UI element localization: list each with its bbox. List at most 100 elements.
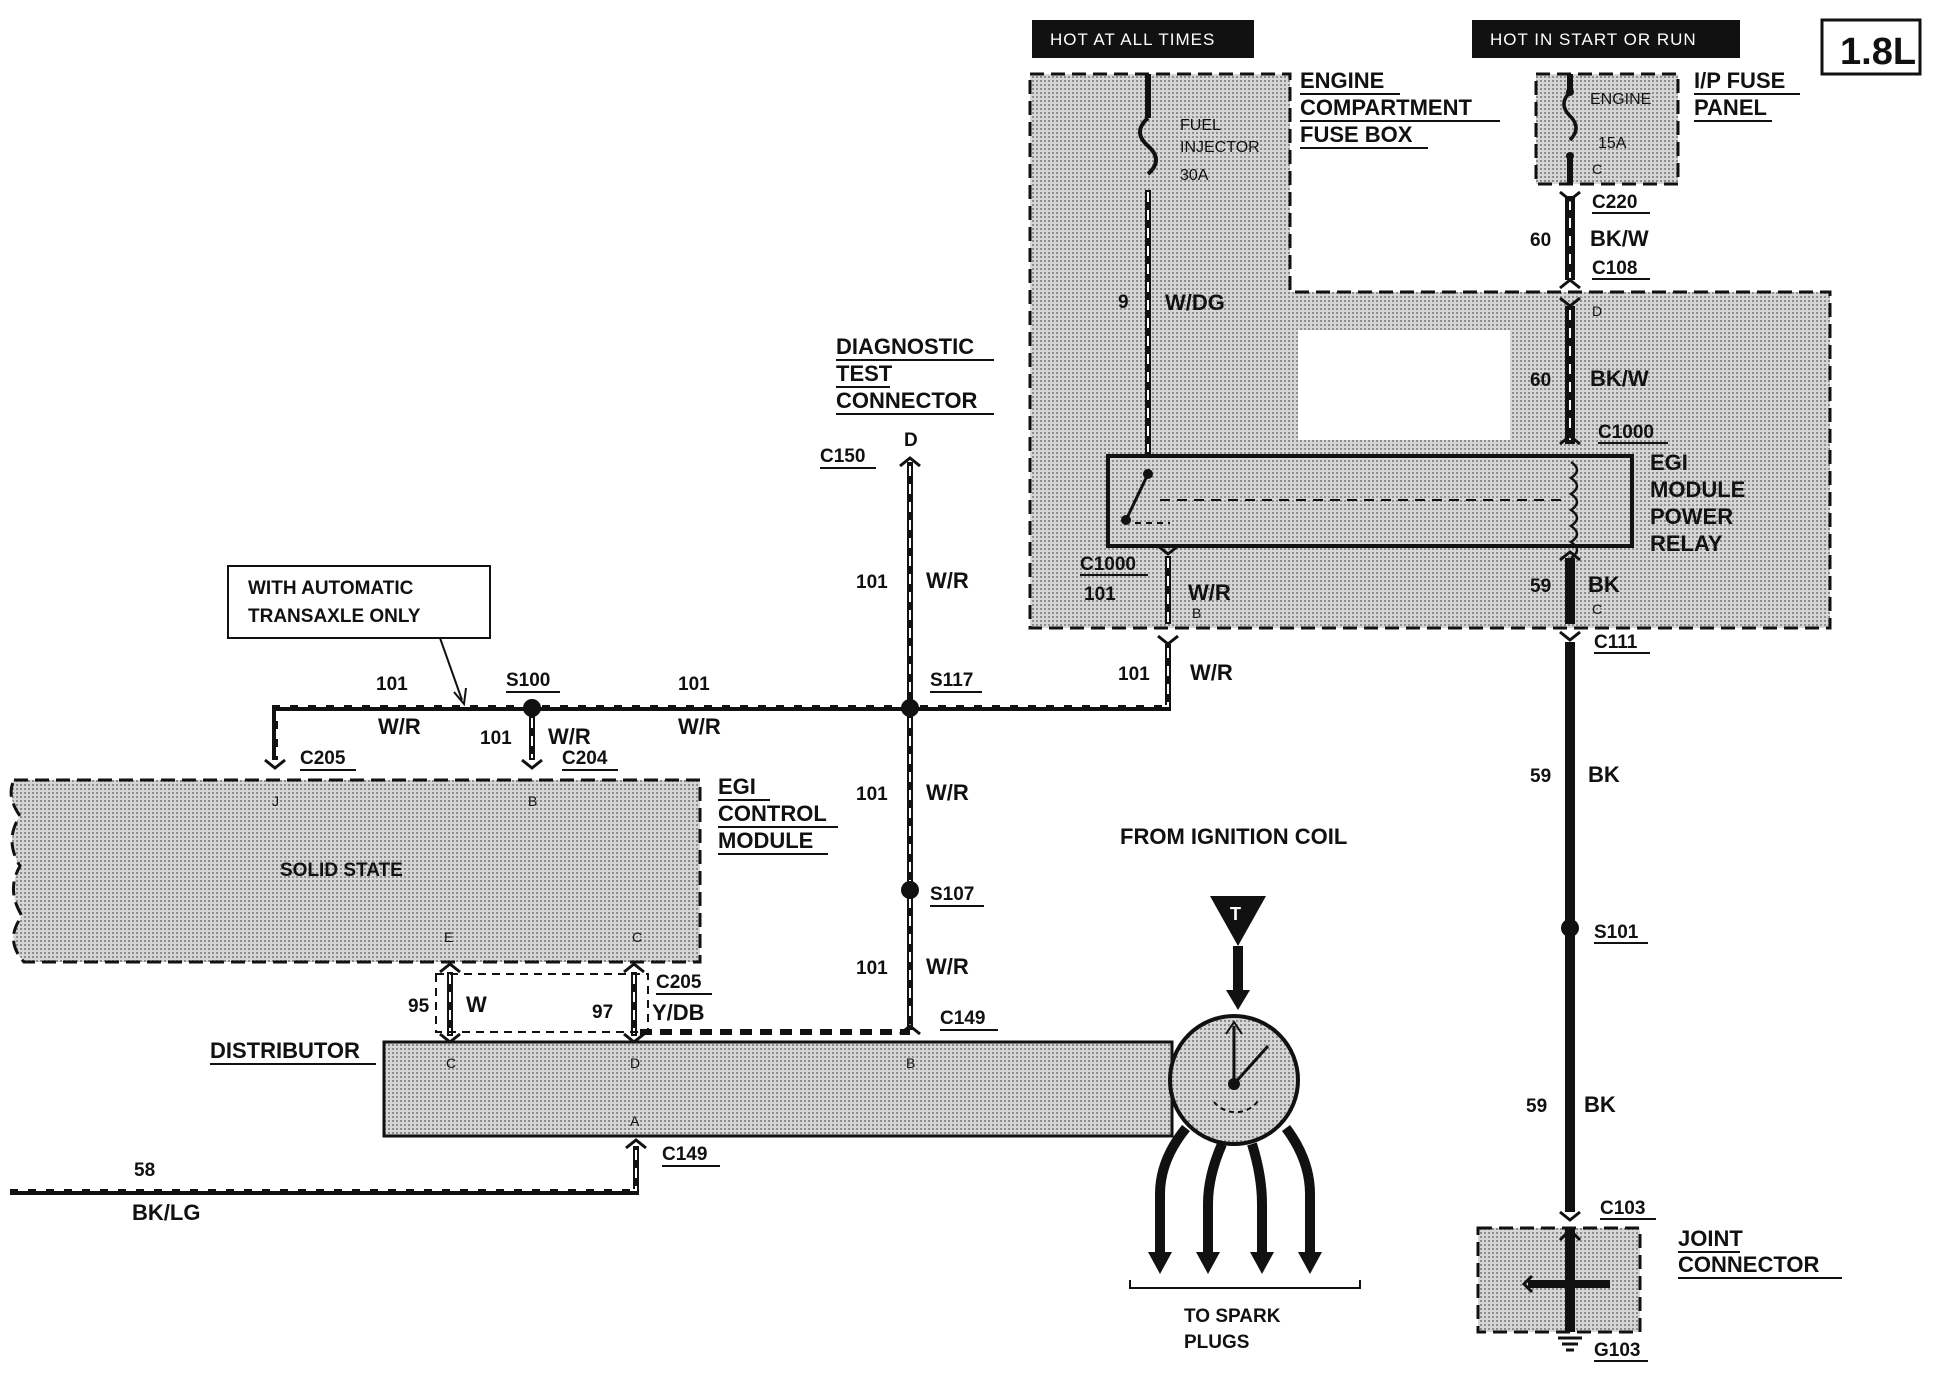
wire-59c-circuit: 59	[1526, 1096, 1547, 1117]
connector-c220-icon	[1559, 190, 1581, 202]
wire-58	[10, 1146, 639, 1195]
relay-window	[1298, 330, 1510, 440]
connector-c150-icon	[899, 456, 921, 468]
wire-58-circuit: 58	[134, 1160, 155, 1181]
wire-101-bus	[272, 644, 1171, 760]
wire-101-s100-color: W/R	[548, 724, 591, 749]
engine-fuse-label-3: C	[1592, 161, 1602, 177]
spark-plug-bracket	[1129, 1280, 1361, 1289]
wire-101-left-color: W/R	[378, 714, 421, 739]
note-line-2: TRANSAXLE ONLY	[248, 606, 421, 627]
connector-c111-icon	[1559, 630, 1581, 642]
wire-59a-color: BK	[1588, 572, 1620, 597]
connector-c1000-top: C1000	[1598, 422, 1654, 443]
wire-101-relay-circuit: 101	[1084, 584, 1116, 605]
egi-relay-label-1: EGI	[1650, 450, 1688, 475]
diagnostic-connector-label-3: CONNECTOR	[836, 388, 977, 413]
shield-box	[435, 973, 649, 1033]
from-ignition-coil: FROM IGNITION COIL	[1120, 824, 1347, 849]
diagnostic-connector-label-2: TEST	[836, 361, 893, 386]
solid-state-label: SOLID STATE	[280, 860, 403, 881]
wire-59a-circuit: 59	[1530, 576, 1551, 597]
connector-c205-top: C205	[300, 748, 346, 769]
wire-9-circuit: 9	[1118, 292, 1129, 313]
relay-switch	[1124, 473, 1150, 521]
wire-59b-color: BK	[1588, 762, 1620, 787]
dist-pin-c: C	[446, 1055, 456, 1071]
wire-9-color: W/DG	[1165, 290, 1225, 315]
connector-c220: C220	[1592, 192, 1637, 213]
wire-95-color: W	[466, 992, 487, 1017]
connector-c204: C204	[562, 748, 608, 769]
egi-relay-label-3: POWER	[1650, 504, 1733, 529]
engine-fuse-box-label-3: FUSE BOX	[1300, 122, 1413, 147]
distributor-label: DISTRIBUTOR	[210, 1038, 360, 1063]
to-spark-plugs-1: TO SPARK	[1184, 1306, 1281, 1327]
splice-s100-label: S100	[506, 670, 550, 691]
note-line-1: WITH AUTOMATIC	[248, 578, 414, 599]
distributor-body	[382, 1040, 1174, 1138]
relay-pin-c: C	[1592, 601, 1602, 617]
connector-c1000-bottom: C1000	[1080, 554, 1136, 575]
joint-connector-label-1: JOINT	[1678, 1226, 1743, 1251]
engine-fuse-box-label-2: COMPARTMENT	[1300, 95, 1472, 120]
hot-start-run-label: HOT IN START OR RUN	[1490, 30, 1697, 49]
hot-start-run-bar	[1472, 20, 1740, 58]
connector-c111: C111	[1594, 632, 1638, 653]
wire-59c-color: BK	[1584, 1092, 1616, 1117]
wire-101-bottom-color: W/R	[926, 954, 969, 979]
wire-101-relay-color: W/R	[1188, 580, 1231, 605]
relay-coil	[1568, 460, 1579, 560]
connector-c205-bottom: C205	[656, 972, 702, 993]
fuel-injector-fuse-icon	[1138, 116, 1158, 176]
note-arrow	[439, 637, 463, 701]
fuel-injector-fuse-label-3: 30A	[1180, 167, 1209, 184]
splice-s117-label: S117	[930, 670, 973, 691]
relay-pin-b: B	[1192, 605, 1201, 621]
wire-60a-circuit: 60	[1530, 230, 1551, 251]
engine-fuse-label-2: 15A	[1598, 135, 1627, 152]
ecm-pin-e: E	[444, 929, 453, 945]
ecm-pin-j: J	[272, 793, 279, 809]
wire-101-c111-color: W/R	[1190, 660, 1233, 685]
egi-relay-label-4: RELAY	[1650, 531, 1723, 556]
wire-95-circuit: 95	[408, 996, 430, 1017]
spark-lead-2	[1203, 1141, 1227, 1252]
dist-pin-a: A	[630, 1113, 640, 1129]
egi-control-module	[9, 778, 702, 964]
egi-control-module-label-2: CONTROL	[718, 801, 827, 826]
wire-101-mid-circuit: 101	[678, 674, 710, 695]
wire-101-c111-circuit: 101	[1118, 664, 1150, 685]
egi-control-module-label-1: EGI	[718, 774, 756, 799]
engine-fuse-icon	[1562, 90, 1578, 142]
connector-c108-icon	[1559, 278, 1581, 290]
rotor	[1232, 1026, 1270, 1086]
wire-59b-circuit: 59	[1530, 766, 1551, 787]
connector-c108: C108	[1592, 258, 1637, 279]
wire-60b-color: BK/W	[1590, 366, 1649, 391]
connector-c150: C150	[820, 446, 865, 467]
egi-relay-label-2: MODULE	[1650, 477, 1745, 502]
to-spark-plugs-2: PLUGS	[1184, 1332, 1249, 1353]
ip-fuse-panel	[1534, 72, 1680, 186]
joint-connector-label-2: CONNECTOR	[1678, 1252, 1819, 1277]
spark-lead-3	[1247, 1142, 1267, 1252]
fuel-injector-fuse-label-1: FUEL	[1180, 117, 1221, 134]
splice-s101	[1561, 919, 1579, 937]
splice-s100	[523, 699, 541, 717]
dist-pin-b: B	[906, 1055, 915, 1071]
ecm-pin-c: C	[632, 929, 642, 945]
spark-lead-1	[1155, 1124, 1190, 1252]
ip-fuse-panel-label-1: I/P FUSE	[1694, 68, 1785, 93]
svg-text:T: T	[1230, 904, 1241, 924]
wire-101-below-color: W/R	[926, 780, 969, 805]
spark-lead-4	[1281, 1125, 1315, 1252]
hot-all-times-bar	[1032, 20, 1254, 58]
fuel-injector-fuse-label-2: INJECTOR	[1180, 139, 1260, 156]
wire-101-below-circuit: 101	[856, 784, 888, 805]
splice-s107-label: S107	[930, 884, 974, 905]
connector-c149-bottom: C149	[662, 1144, 707, 1165]
dist-pin-d: D	[630, 1055, 640, 1071]
splice-s117	[901, 699, 919, 717]
